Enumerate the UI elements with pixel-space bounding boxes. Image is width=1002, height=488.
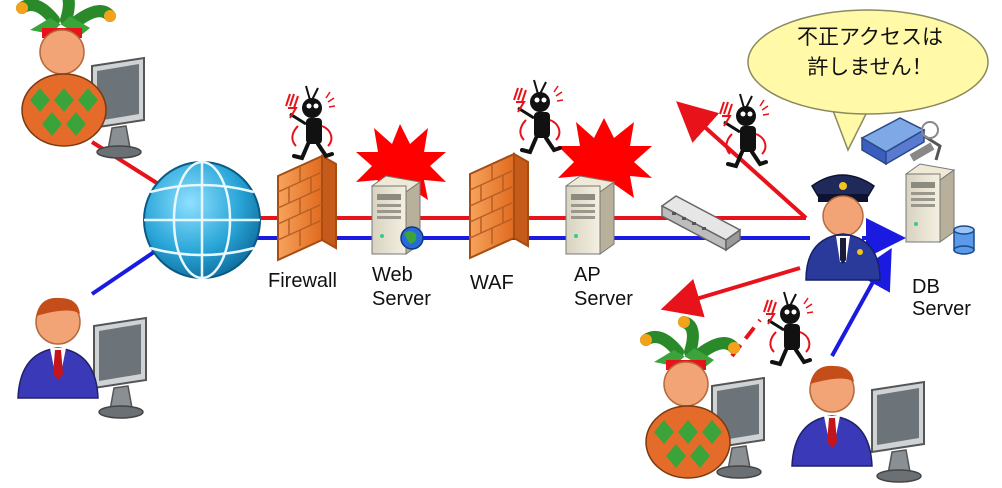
- switch-icon: [660, 195, 742, 252]
- speech-bubble: [747, 9, 989, 152]
- attack-deflected-line: [676, 101, 808, 220]
- security-camera-icon: [860, 117, 942, 166]
- police-icon: [805, 174, 881, 281]
- ap-server-label-line1: AP: [574, 264, 601, 286]
- user-icon-lower: [791, 365, 925, 483]
- server-icon-web: [371, 175, 424, 255]
- firewall-icon: [277, 155, 337, 261]
- web-server-label-line2: Server: [372, 288, 431, 310]
- devil-icon-waf: [512, 78, 565, 154]
- firewall-label: Firewall: [268, 270, 337, 292]
- speech-bubble-line2: 許しません！: [807, 55, 933, 79]
- speech-bubble-text: 不正アクセスは 許しません！: [770, 22, 970, 82]
- attack-deflected-line-lower: [660, 266, 801, 318]
- server-icon-db: [905, 163, 955, 243]
- devil-icon-firewall: [284, 84, 337, 160]
- waf-firewall-icon: [469, 153, 529, 259]
- waf-label: WAF: [470, 272, 514, 294]
- normal-line-user-to-internet: [90, 246, 162, 296]
- db-server-label-line2: Server: [912, 298, 971, 320]
- db-server-label-line1: DB: [912, 276, 940, 298]
- jester-user-icon: [16, 0, 145, 159]
- server-icon-ap: [565, 175, 615, 255]
- user-icon: [17, 297, 147, 419]
- devil-icon-lower: [762, 290, 815, 366]
- speech-bubble-line1: 不正アクセスは: [797, 25, 943, 49]
- web-server-label-line1: Web: [372, 264, 413, 286]
- database-icon: [953, 225, 975, 255]
- globe-icon: [143, 160, 261, 280]
- devil-icon-deflected: [718, 92, 771, 168]
- jester-user-icon-lower: [640, 316, 765, 478]
- ap-server-label-line2: Server: [574, 288, 633, 310]
